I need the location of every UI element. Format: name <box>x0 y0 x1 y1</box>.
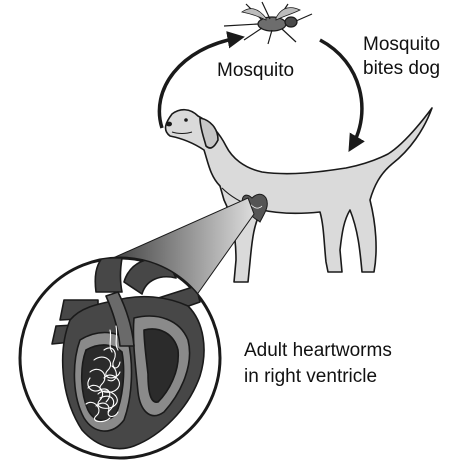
magnified-heart-panel <box>20 258 220 458</box>
mosquito-bites-dog-label-line1: Mosquito <box>363 34 440 55</box>
mosquito-bites-dog-label-line2: bites dog <box>363 58 440 79</box>
heartworms-label-line2: in right ventricle <box>244 366 377 387</box>
mosquito-label: Mosquito <box>217 60 294 81</box>
cycle-arrow-right <box>320 40 362 146</box>
heartworms-label-line1: Adult heartworms <box>244 340 392 361</box>
